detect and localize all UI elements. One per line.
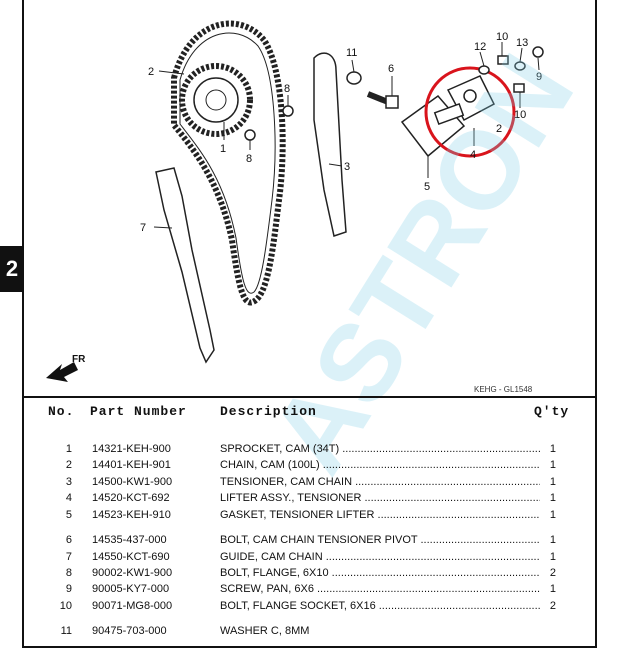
cell-part: 90475-703-000 [92,625,167,637]
cell-part: 90071-MG8-000 [92,600,173,612]
cell-desc: BOLT, FLANGE SOCKET, 6X16 [220,600,540,612]
cell-part: 14550-KCT-690 [92,551,170,563]
cell-no: 9 [65,583,72,595]
callout-8b: 8 [246,153,252,165]
cell-desc: LIFTER ASSY., TENSIONER [220,492,540,504]
cell-desc: BOLT, FLANGE, 6X10 [220,567,540,579]
section-tab: 2 [0,246,24,292]
callout-7: 7 [140,222,146,234]
chain-tensioner [313,52,347,237]
callout-11: 11 [346,47,357,59]
callout-2b: 2 [496,123,502,135]
cell-desc: WASHER C, 8MM [220,625,310,637]
socket-bolt-upper [497,55,509,65]
table-row: 10 90071-MG8-000 BOLT, FLANGE SOCKET, 6X16… [24,600,595,617]
cell-part: 14535-437-000 [92,534,167,546]
cell-qty: 1 [549,459,556,471]
callout-5: 5 [424,181,430,193]
callout-8a: 8 [284,83,290,95]
diagram-code: KEHG - GL1548 [474,385,533,394]
cell-desc: TENSIONER, CAM CHAIN [220,476,540,488]
callout-9: 9 [536,71,542,83]
cell-desc: BOLT, CAM CHAIN TENSIONER PIVOT [220,534,540,546]
cell-desc: GUIDE, CAM CHAIN [220,551,540,563]
table-row: 8 90002-KW1-900 BOLT, FLANGE, 6X10 2 [24,567,595,584]
cell-qty: 1 [549,534,556,546]
cell-no: 5 [65,509,72,521]
header-description: Description [220,404,317,419]
cell-no: 7 [65,551,72,563]
cell-qty: 1 [549,476,556,488]
cell-part: 14500-KW1-900 [92,476,173,488]
cell-no: 10 [59,600,72,612]
table-row: 6 14535-437-000 BOLT, CAM CHAIN TENSIONER … [24,534,595,551]
cell-qty: 1 [549,509,556,521]
table-row: 4 14520-KCT-692 LIFTER ASSY., TENSIONER 1 [24,492,595,509]
cell-desc: GASKET, TENSIONER LIFTER [220,509,540,521]
header-qty: Q'ty [534,404,570,419]
cell-desc: SCREW, PAN, 6X6 [220,583,540,595]
cell-part: 14520-KCT-692 [92,492,170,504]
washer-12 [478,65,490,75]
cell-no: 4 [65,492,72,504]
cell-qty: 1 [549,583,556,595]
washer [346,71,362,85]
cell-no: 11 [60,625,72,637]
table-row: 9 90005-KY7-000 SCREW, PAN, 6X6 1 [24,583,595,600]
table-row: 1 14321-KEH-900 SPROCKET, CAM (34T) 1 [24,443,595,460]
callout-2a: 2 [148,66,154,78]
cell-part: 90002-KW1-900 [92,567,173,579]
callout-3: 3 [344,161,350,173]
callout-12: 12 [474,41,486,53]
cam-sprocket [179,63,253,137]
cell-no: 1 [65,443,72,455]
cell-no: 2 [65,459,72,471]
socket-bolt-lower [513,83,525,93]
callout-13: 13 [516,37,528,49]
cell-part: 14401-KEH-901 [92,459,171,471]
callout-4: 4 [470,149,476,161]
cell-desc: SPROCKET, CAM (34T) [220,443,540,455]
cell-qty: 1 [549,551,556,563]
svg-text:FR: FR [72,354,86,365]
header-part-number: Part Number [90,404,187,419]
header-no: No. [48,404,75,419]
flange-bolt-lower [244,129,256,141]
cell-qty: 2 [549,567,556,579]
table-row: 7 14550-KCT-690 GUIDE, CAM CHAIN 1 [24,551,595,568]
cell-part: 14523-KEH-910 [92,509,171,521]
washer-13 [514,61,526,71]
flange-bolt-upper [282,105,294,117]
chain-guide [155,167,215,364]
table-divider [24,396,595,398]
cell-no: 3 [65,476,72,488]
front-arrow-icon: FR [46,354,86,382]
pivot-bolt [366,91,399,109]
table-row: 11 90475-703-000 WASHER C, 8MM [24,625,595,642]
highlight-circle [424,66,516,158]
diagram-svg: 2 1 3 7 11 6 8 8 5 10 10 12 13 9 2 4 FR … [46,20,544,394]
pan-screw [532,46,544,58]
tensioner-lifter [433,75,495,126]
callout-10a: 10 [496,31,508,43]
cell-desc: CHAIN, CAM (100L) [220,459,540,471]
cell-qty: 2 [549,600,556,612]
cell-no: 8 [65,567,72,579]
cell-qty: 1 [549,492,556,504]
callout-1: 1 [220,143,226,155]
cam-chain [171,20,286,306]
callout-6: 6 [388,63,394,75]
exploded-diagram: 2 1 3 7 11 6 8 8 5 10 10 12 13 9 2 4 FR … [24,0,595,396]
cell-qty: 1 [549,443,556,455]
table-row: 5 14523-KEH-910 GASKET, TENSIONER LIFTER 1 [24,509,595,526]
cell-no: 6 [65,534,72,546]
cell-part: 14321-KEH-900 [92,443,171,455]
table-row: 2 14401-KEH-901 CHAIN, CAM (100L) 1 [24,459,595,476]
callout-10b: 10 [514,109,526,121]
cell-part: 90005-KY7-000 [92,583,170,595]
table-row: 3 14500-KW1-900 TENSIONER, CAM CHAIN 1 [24,476,595,493]
